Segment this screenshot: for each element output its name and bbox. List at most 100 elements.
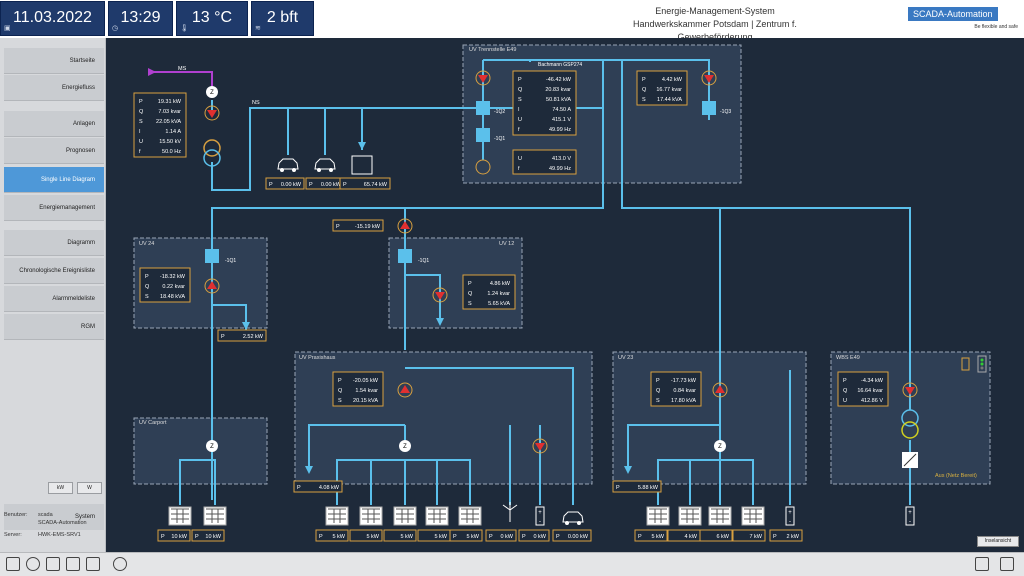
feeder-power: P-15.19 kW (332, 219, 384, 232)
praxis-pv2-power-value: 5 kW (366, 534, 379, 540)
ev1-power-key: P (269, 182, 273, 188)
sidebar-item-alarmmeldeliste[interactable]: Alarmmeldeliste (4, 286, 104, 312)
ev-charger-2-icon (314, 158, 336, 173)
trenn-left-measurements-key-f: f (518, 127, 520, 133)
grid-measurements-key-Q: Q (139, 109, 144, 115)
praxis-measurements-key-Q: Q (338, 388, 343, 394)
uv23-pv-1-icon (646, 506, 670, 526)
system-button[interactable]: System (4, 504, 104, 530)
uv23-pv4-power: 7 kW (732, 529, 766, 542)
trenn-left-measurements-value-Q: 20.83 kvar (545, 87, 571, 93)
ms-label: MS (178, 66, 187, 72)
building-power-key: P (343, 182, 347, 188)
sidebar-item-startseite[interactable]: Startseite (4, 48, 104, 74)
refresh-icon[interactable] (26, 557, 40, 571)
uv24-breaker-icon (205, 249, 219, 263)
praxis-meter-icon (399, 440, 411, 452)
unit-w-button[interactable]: W (77, 482, 102, 494)
praxis-load-power-key: P (297, 485, 301, 491)
uv24-q-label: -1Q1 (225, 258, 236, 264)
grid-meter-icon (206, 86, 218, 98)
back-icon[interactable] (113, 557, 127, 571)
carport-meter-icon (206, 440, 218, 452)
uv23-pv1-power-key: P (638, 534, 642, 540)
uv12-measurements-key-P: P (468, 281, 472, 287)
time-value: 13:29 (120, 9, 161, 26)
trenn-left-measurements-key-Q: Q (518, 87, 523, 93)
grid-measurements-value-I: 1.14 A (165, 129, 181, 135)
uv24-measurements-value-P: -18.32 kW (160, 274, 186, 280)
uv12-measurements-key-S: S (468, 301, 472, 307)
server-label: Server: (4, 532, 22, 538)
copy-icon[interactable] (46, 557, 60, 571)
trenn-left2-measurements-key-f: f (518, 166, 520, 172)
sidebar-item-single-line-diagram[interactable]: Single Line Diagram (4, 167, 104, 193)
users-icon[interactable] (66, 557, 80, 571)
q2-label: -1Q2 (494, 109, 505, 115)
praxis-load-arrow-icon (305, 466, 313, 474)
ev2-power-key: P (309, 182, 313, 188)
sidebar-item-ereignisliste[interactable]: Chronologische Ereignisliste (4, 258, 104, 284)
wbs-battery-icon (905, 506, 915, 526)
praxis-pv3-power: 5 kW (383, 529, 417, 542)
sidebar-item-energiemanagement[interactable]: Energiemanagement (4, 195, 104, 221)
building-power: P 65.74 kW (339, 177, 391, 190)
uv23-box (612, 351, 807, 485)
grid-measurements-key-U: U (139, 139, 143, 145)
sidebar-item-anlagen[interactable]: Anlagen (4, 111, 104, 137)
praxis-pv4-power-value: 5 kW (434, 534, 447, 540)
q1-label: -1Q1 (494, 136, 505, 142)
building-power-value: 65.74 kW (364, 182, 388, 188)
uv12-measurements-value-P: 4.86 kW (490, 281, 511, 287)
trenn-left-measurements-value-U: 415.1 V (552, 117, 571, 123)
praxis-pv1-power-key: P (319, 534, 323, 540)
sidebar-item-rgm[interactable]: RGM (4, 314, 104, 340)
factory-icon[interactable] (975, 557, 989, 571)
trenn-left-measurements-key-S: S (518, 97, 522, 103)
praxis-ev-power-value: 0.00 kW (568, 534, 589, 540)
island-view-button[interactable]: Inselansicht (977, 536, 1019, 547)
uv24-measurements-key-S: S (145, 294, 149, 300)
uv23-load-arrow-icon (624, 466, 632, 474)
grid-measurements-value-P: 19.31 kW (158, 99, 182, 105)
uv23-load-power-key: P (616, 485, 620, 491)
trenn-right-measurements-key-S: S (642, 97, 646, 103)
praxis-wind-power-key: P (489, 534, 493, 540)
calendar-icon: ▣ (4, 25, 11, 32)
grid-measurements-key-f: f (139, 149, 141, 155)
tools-icon[interactable] (86, 557, 100, 571)
uv23-bat-power-value: 2 kW (786, 534, 799, 540)
sidebar-item-diagramm[interactable]: Diagramm (4, 230, 104, 256)
sidebar-item-prognosen[interactable]: Prognosen (4, 138, 104, 164)
trenn-right-measurements-value-S: 17.44 kVA (657, 97, 682, 103)
uv24-measurements-value-Q: 0.22 kvar (162, 284, 185, 290)
uv24-load-power-value: 2.52 kW (243, 334, 264, 340)
unit-kw-button[interactable]: kW (48, 482, 73, 494)
close-icon[interactable] (6, 557, 20, 571)
wbs-measurements-key-Q: Q (843, 388, 848, 394)
carport-pv2-power-key: P (195, 534, 199, 540)
feeder-power-value: -15.19 kW (355, 224, 381, 230)
praxis-pv5-power-key: P (453, 534, 457, 540)
uv24-box (133, 237, 268, 329)
camera-icon[interactable] (1000, 557, 1014, 571)
sidebar-item-energiefluss[interactable]: Energiefluss (4, 75, 104, 101)
date-value: 11.03.2022 (13, 9, 92, 26)
uv12-load-arrow-icon (436, 318, 444, 326)
wbs-battery-status-icon (961, 357, 970, 371)
trenn-left-measurements-key-P: P (518, 77, 522, 83)
temperature-tile: 13 °C 🌡 (176, 1, 248, 36)
uv23-meter-icon (714, 440, 726, 452)
server-name: HWK-EMS-SRV1 (38, 532, 81, 538)
trenn-left-measurements-value-f: 49.99 Hz (549, 127, 571, 133)
wbs-title: WBS E49 (836, 355, 860, 361)
temperature-value: 13 °C (191, 9, 233, 26)
